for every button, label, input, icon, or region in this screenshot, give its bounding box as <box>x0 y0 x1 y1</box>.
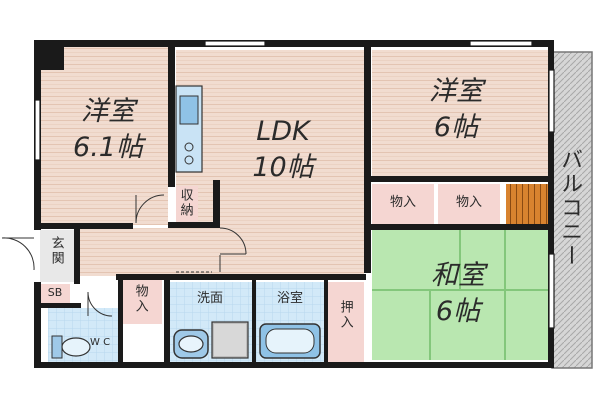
storage-small-fill <box>176 186 198 224</box>
western-room-1-label: 洋室 6.1帖 <box>58 96 158 164</box>
shoe-box-fill <box>40 284 70 304</box>
oshiire-label: 押入 <box>337 300 353 330</box>
washroom-label: 洗面 <box>196 291 223 306</box>
entrance-fill <box>40 230 74 282</box>
japanese-room-size: 6帖 <box>435 296 481 328</box>
balcony-label: バルコニー <box>557 148 583 268</box>
walls <box>34 40 554 368</box>
oshiire-fill <box>328 282 364 362</box>
stairs <box>506 184 548 226</box>
japanese-room-tatami <box>372 230 550 360</box>
closet-hall-label: 物入 <box>132 284 148 314</box>
washbasin-fixture <box>173 329 209 359</box>
windows <box>34 40 555 329</box>
doors <box>1 194 247 317</box>
ldk-label: LDK 10帖 <box>238 116 328 184</box>
bathroom-label: 浴室 <box>276 291 303 306</box>
hall-closet-fill <box>122 280 162 324</box>
ldk-name: LDK <box>256 116 310 147</box>
western-room-2-label: 洋室 6帖 <box>416 76 496 144</box>
kitchen-counter <box>175 85 203 173</box>
toilet-fixture <box>51 335 91 359</box>
western-room-1-name: 洋室 <box>81 96 135 127</box>
storage-small-label: 収納 <box>177 188 193 218</box>
hall-floor <box>80 228 220 276</box>
ldk-size: 10帖 <box>252 152 314 184</box>
western-room-1-size: 6.1帖 <box>73 132 143 164</box>
bathtub-fixture <box>259 323 321 359</box>
washer-space <box>211 321 249 359</box>
western-room-1-floor <box>40 47 168 225</box>
closet-a-label: 物入 <box>389 195 416 210</box>
closet-b-fill <box>438 184 500 224</box>
entrance-label: 玄関 <box>48 236 64 266</box>
japanese-room-label: 和室 6帖 <box>418 260 498 328</box>
western-room-2-name: 洋室 <box>429 76 483 107</box>
shoe-box-label: SB <box>47 286 63 299</box>
japanese-room-name: 和室 <box>431 260 485 291</box>
balcony-area <box>551 51 593 369</box>
closet-b-label: 物入 <box>455 195 482 210</box>
western-room-2-size: 6帖 <box>433 112 479 144</box>
toilet-label: W C <box>90 337 111 348</box>
closet-a-fill <box>372 184 434 224</box>
western-room-2-floor <box>372 50 550 178</box>
